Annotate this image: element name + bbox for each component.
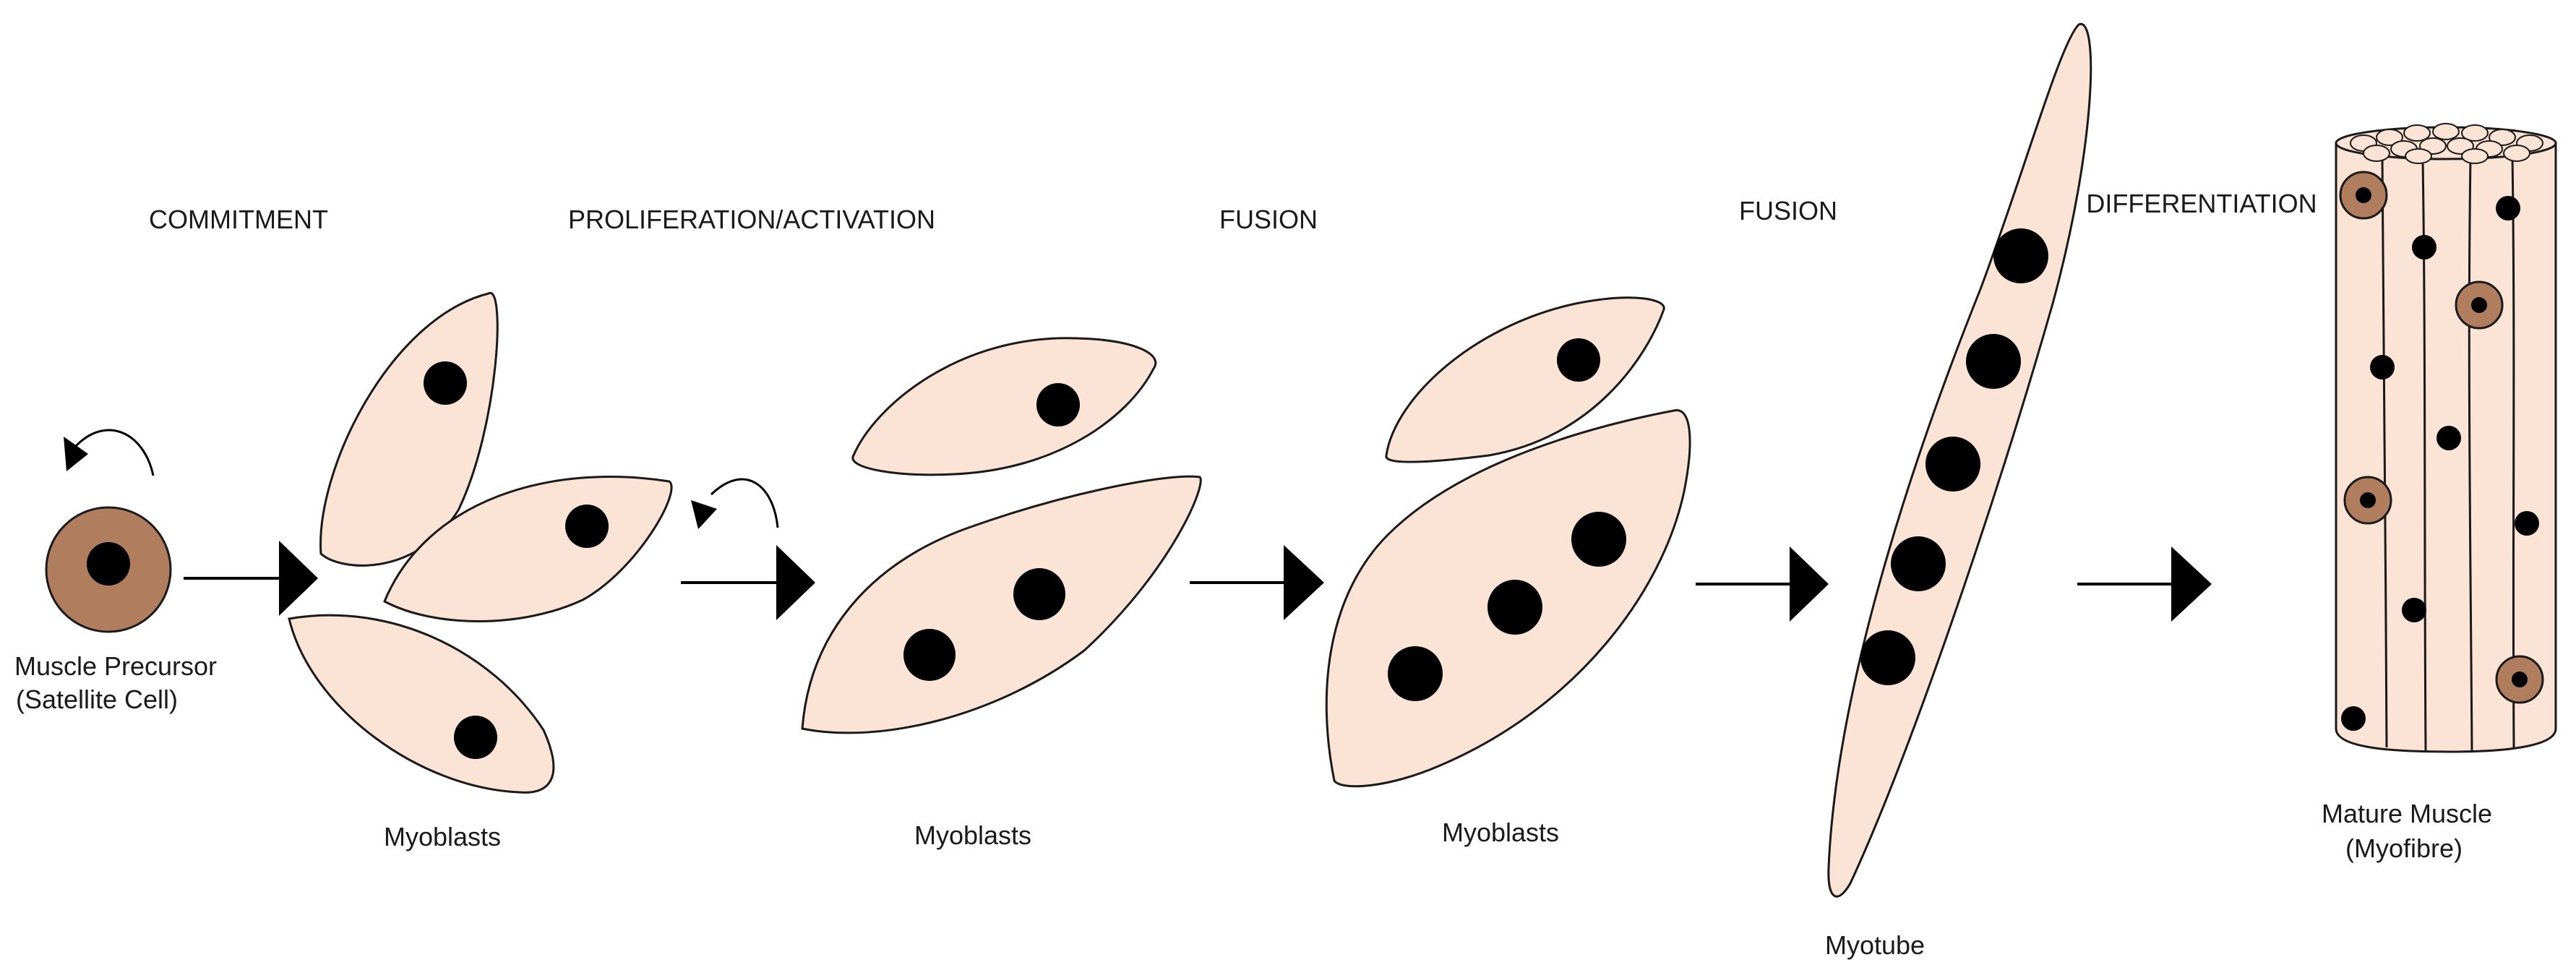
myofibre: [2335, 123, 2557, 753]
myotube-nucleus: [1860, 630, 1915, 685]
arrow-2: [681, 545, 815, 620]
myoblast-nucleus: [903, 629, 956, 681]
myoblast-nucleus: [1388, 646, 1443, 701]
satellite-cell-on-fibre: [2339, 171, 2388, 220]
myoblast-cell: [319, 292, 499, 567]
myofibre-nucleus: [2341, 706, 2366, 731]
myofibre-nucleus: [2515, 511, 2539, 536]
myoblast-group-1: [288, 292, 673, 794]
self-renewal-arrow-2: [691, 478, 779, 529]
label-myoblasts-1: Myoblasts: [384, 822, 501, 852]
stage-label-proliferation: PROLIFERATION/ACTIVATION: [568, 205, 935, 234]
label-myofibre: (Myofibre): [2345, 833, 2463, 863]
self-renewal-arrow-1: [64, 429, 155, 476]
satellite-cell: [45, 506, 172, 633]
myoblast-nucleus: [565, 505, 609, 548]
arrow-3: [1190, 545, 1324, 620]
label-muscle-precursor: Muscle Precursor: [14, 651, 217, 681]
myofibre-nucleus: [2496, 196, 2520, 220]
myotube-nucleus: [1993, 228, 2048, 283]
myofibre-nucleus: [2437, 426, 2461, 450]
satellite-cell-on-fibre: [2495, 655, 2544, 704]
myofibre-nucleus: [2402, 598, 2426, 622]
fibril-line: [2468, 158, 2473, 752]
label-myotube: Myotube: [1825, 930, 1925, 960]
satellite-cell-nucleus: [87, 542, 130, 585]
myoblast-nucleus: [1557, 338, 1600, 382]
myoblast-cell: [851, 337, 1157, 476]
stage-label-differentiation: DIFFERENTIATION: [2086, 189, 2317, 218]
myotube-nucleus: [1891, 536, 1946, 591]
myofibre-nucleus: [2412, 235, 2437, 259]
myoblast-group-3: [1325, 296, 1691, 788]
fibril-cross-sections: [2350, 123, 2543, 164]
myotube-nucleus: [1925, 437, 1980, 492]
arrow-4: [1696, 546, 1829, 622]
arrow-1: [184, 541, 318, 616]
label-mature-muscle: Mature Muscle: [2322, 799, 2492, 828]
stage-label-fusion-1: FUSION: [1219, 205, 1318, 234]
myoblast-cell: [288, 614, 555, 794]
myoblast-nucleus: [1571, 512, 1626, 567]
myoblast-nucleus: [1013, 568, 1065, 620]
myotube-nucleus: [1966, 334, 2021, 389]
myotube: [1827, 22, 2092, 898]
myoblast-cell: [1385, 296, 1665, 463]
myoblast-cell: [801, 475, 1202, 734]
label-myoblasts-3: Myoblasts: [1442, 818, 1559, 847]
myoblast-nucleus: [1487, 580, 1542, 635]
label-satellite-cell: (Satellite Cell): [16, 685, 178, 714]
myoblast-nucleus: [424, 361, 467, 405]
stage-label-fusion-2: FUSION: [1739, 196, 1837, 226]
myofibre-nucleus: [2370, 355, 2395, 379]
myoblast-nucleus: [454, 716, 497, 759]
satellite-cell-on-fibre: [2343, 476, 2392, 525]
satellite-cell-on-fibre: [2455, 280, 2504, 330]
fibril-line: [2381, 157, 2388, 748]
myoblast-nucleus: [1036, 383, 1080, 426]
stage-label-commitment: COMMITMENT: [149, 205, 328, 234]
label-myoblasts-2: Myoblasts: [914, 820, 1031, 850]
myoblast-group-2: [801, 337, 1202, 734]
arrow-5: [2077, 546, 2212, 622]
